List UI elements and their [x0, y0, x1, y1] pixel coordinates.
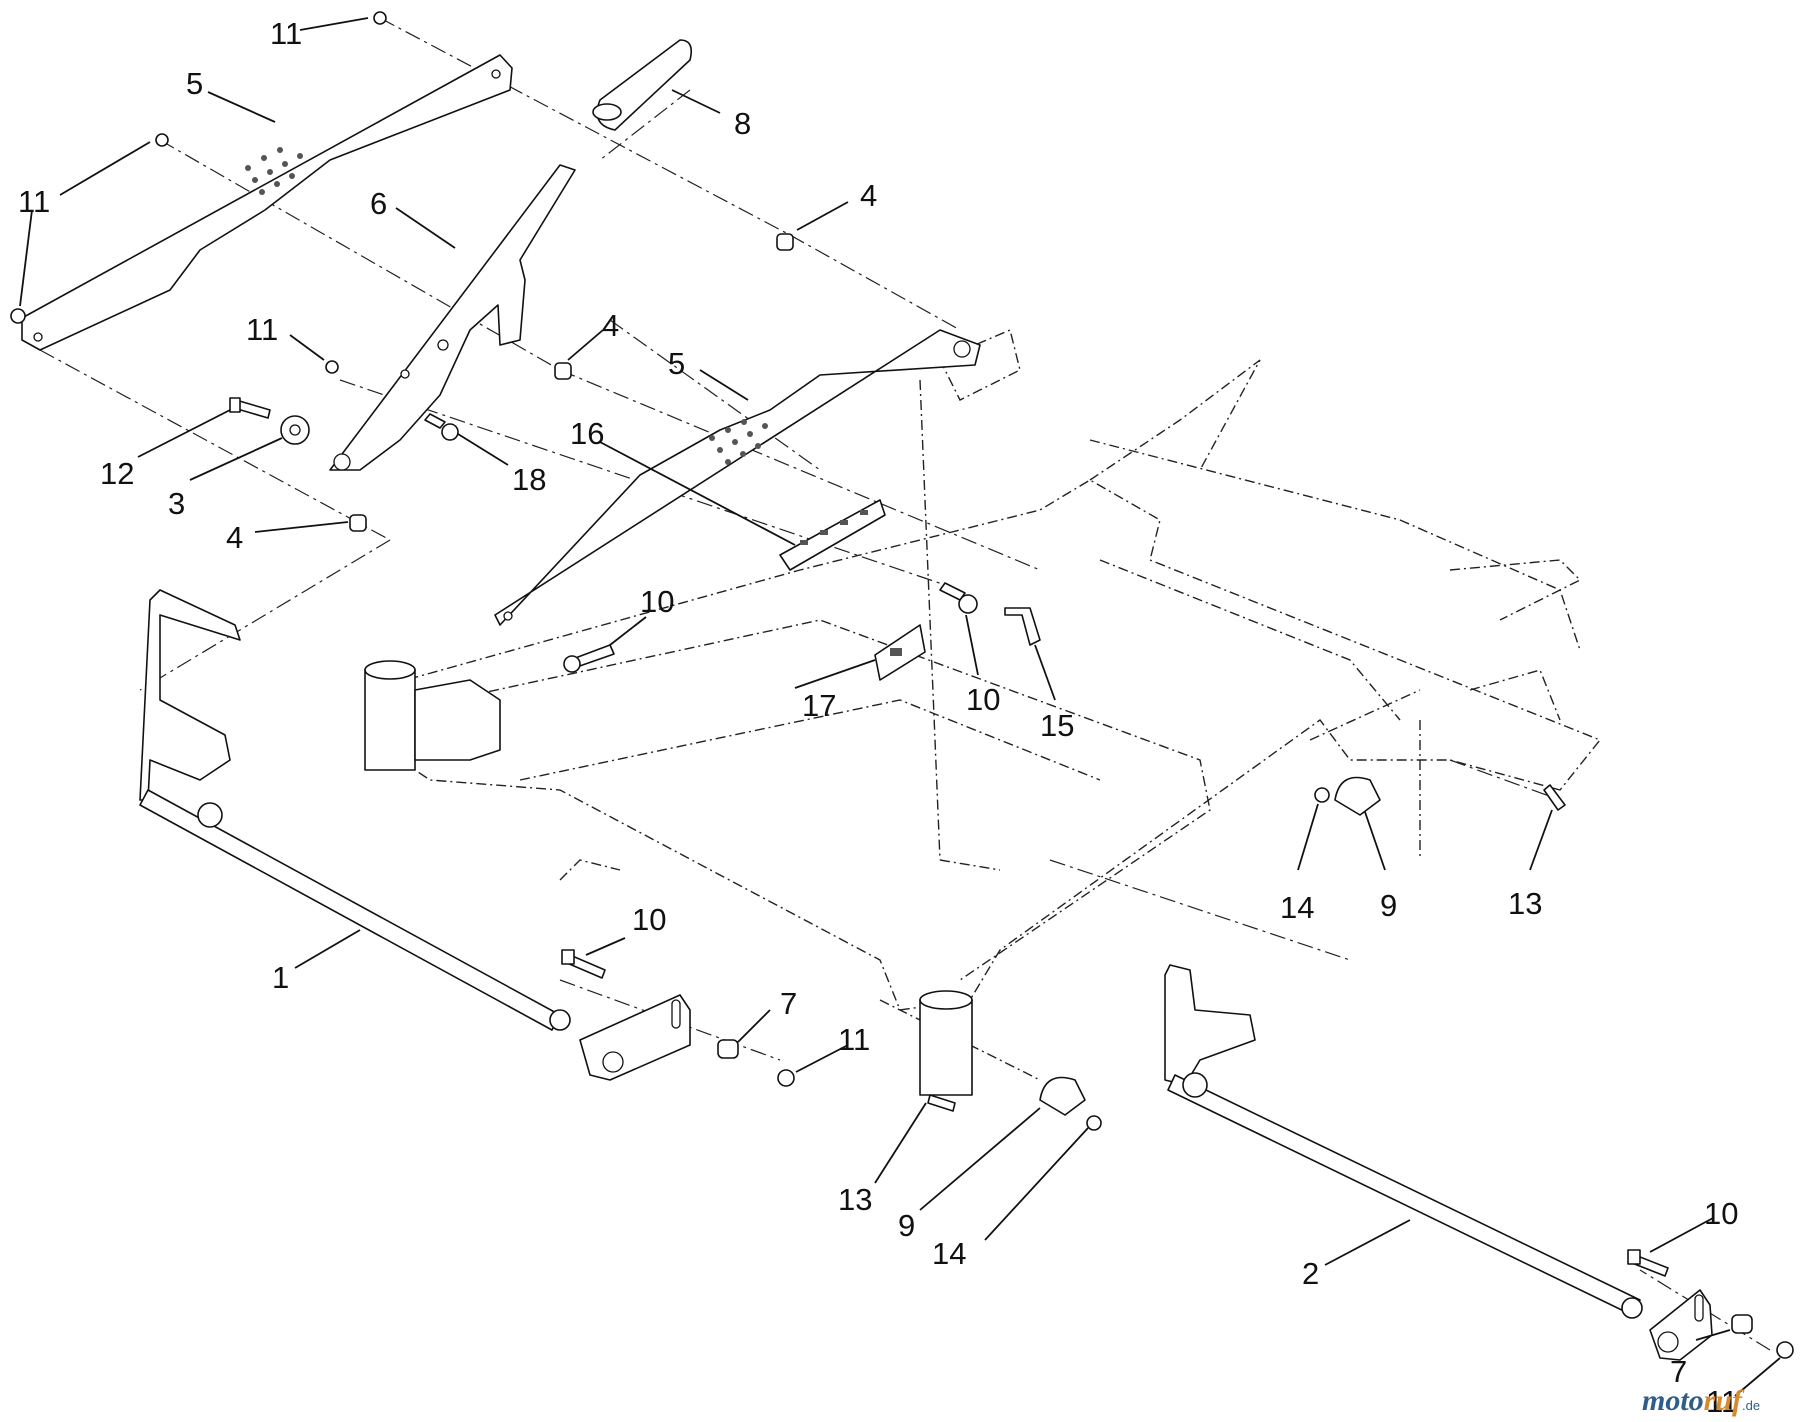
callout-label: 6 — [370, 186, 387, 221]
callout-label: 5 — [668, 346, 685, 381]
callout-leaders — [19, 17, 1781, 1397]
lift-plate-center — [329, 164, 576, 471]
callout-label: 5 — [186, 66, 203, 101]
assembly-lines — [39, 17, 1771, 1351]
callout-label: 14 — [932, 1236, 966, 1271]
callout-label: 8 — [734, 106, 751, 141]
watermark-logo: motoruf.de — [1642, 1384, 1760, 1417]
callout-label: 10 — [966, 682, 1000, 717]
callout-labels: 11 5 11 6 8 4 11 4 5 12 3 18 16 4 10 17 … — [18, 16, 1738, 1419]
callout-label: 9 — [1380, 888, 1397, 923]
callout-label: 2 — [1302, 1256, 1319, 1291]
callout-label: 11 — [246, 312, 278, 347]
callout-label: 10 — [632, 902, 666, 937]
hardware — [10, 11, 1794, 1359]
watermark-part-1: moto — [1642, 1384, 1704, 1417]
callout-label: 17 — [802, 688, 836, 723]
callout-label: 12 — [100, 456, 134, 491]
handle-grip — [592, 39, 693, 131]
callout-label: 4 — [860, 178, 877, 213]
decal-strip — [779, 499, 886, 571]
callout-label: 3 — [168, 486, 185, 521]
callout-label: 7 — [1670, 1354, 1687, 1389]
callout-label: 10 — [640, 584, 674, 619]
callout-label: 7 — [780, 986, 797, 1021]
callout-label: 9 — [898, 1208, 915, 1243]
callout-label: 16 — [570, 416, 604, 451]
callout-label: 11 — [838, 1022, 870, 1057]
mower-frame — [369, 329, 1602, 1081]
callout-label: 11 — [1706, 1384, 1738, 1419]
lift-rod-right — [1164, 964, 1713, 1361]
callout-label: 4 — [226, 520, 243, 555]
callout-label: 13 — [838, 1182, 872, 1217]
watermark-part-2: ruf — [1704, 1384, 1745, 1417]
lever-pin — [1004, 607, 1041, 646]
callout-label: 18 — [512, 462, 546, 497]
watermark-suffix: .de — [1742, 1398, 1760, 1413]
callout-label: 15 — [1040, 708, 1074, 743]
callout-label: 10 — [1704, 1196, 1738, 1231]
frame-pivot-post — [364, 660, 973, 1096]
lift-arm-left — [21, 54, 513, 351]
callout-label: 1 — [272, 960, 289, 995]
callout-label: 11 — [18, 184, 50, 219]
callout-label: 11 — [270, 16, 302, 51]
callout-label: 13 — [1508, 886, 1542, 921]
decal-small — [874, 624, 926, 681]
callout-label: 14 — [1280, 890, 1314, 925]
callout-label: 4 — [602, 308, 619, 343]
lift-rod-left — [139, 589, 691, 1081]
svg-text:motoruf.de: motoruf.de — [1642, 1384, 1760, 1417]
lift-arm-right — [494, 329, 981, 626]
